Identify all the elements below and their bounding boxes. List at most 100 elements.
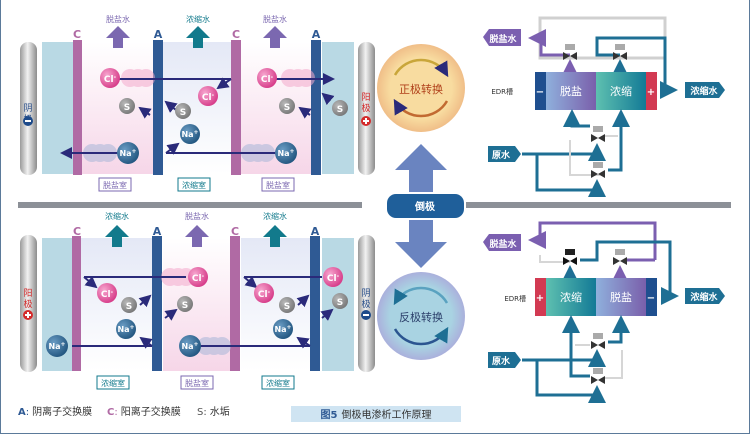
svg-text:脱盐室: 脱盐室 (185, 378, 209, 388)
up-arrow (395, 144, 447, 192)
desal-outlet-tag (483, 29, 521, 46)
outlet-label: 浓缩水 (263, 211, 287, 221)
flow-diagram-top: EDR槽 − + 脱盐 浓缩 脱盐水 浓缩水 原水 (483, 16, 725, 197)
chamber-label: 浓缩室 (96, 375, 130, 390)
svg-text:S: S (337, 105, 343, 115)
outlet-arrow-conc (105, 225, 129, 247)
ion-cl: Cl- (188, 267, 208, 287)
ion-na: Na+ (116, 319, 136, 339)
legend-text: 水垢 (210, 406, 230, 418)
ion-na: Na+ (179, 335, 201, 357)
down-arrow (395, 220, 447, 268)
anion-membrane (153, 40, 163, 175)
forward-label: 正极转换 (399, 82, 443, 96)
valve-icon (613, 44, 627, 60)
svg-text:Na+: Na+ (117, 324, 134, 334)
membrane-letter: C (73, 28, 81, 41)
membrane-letter: A (311, 225, 320, 238)
ion-na: Na+ (180, 124, 200, 144)
top-cell: C A C A 脱盐水 浓缩水 脱盐水 阴极 阳极 (20, 14, 375, 192)
svg-text:Na+: Na+ (181, 341, 198, 351)
bottom-right-electrode (358, 235, 375, 372)
svg-text:Cl-: Cl- (327, 273, 340, 284)
valve-icon (591, 126, 605, 142)
svg-text:S: S (126, 302, 132, 312)
electrode-name: 阳极 (23, 288, 32, 310)
svg-text:S: S (182, 301, 188, 311)
svg-text:S: S (284, 302, 290, 312)
divider-line (466, 202, 731, 208)
svg-text:脱盐室: 脱盐室 (103, 180, 127, 190)
valve-icon (591, 162, 605, 178)
svg-text:Cl-: Cl- (202, 92, 215, 103)
edr-segment: 浓缩 (560, 291, 582, 304)
chamber-label: 脱盐室 (180, 375, 214, 390)
svg-text:Cl-: Cl- (192, 273, 205, 284)
caption-number: 图5 (321, 409, 338, 421)
ion-na: Na+ (46, 335, 68, 357)
svg-text:+: + (647, 87, 655, 98)
conc-outlet-tag (685, 82, 725, 98)
bottom-left-electrode (20, 235, 37, 372)
ion-scale: S (121, 297, 137, 313)
reverse-polarity-button[interactable] (387, 194, 464, 218)
membrane-letter: C (73, 225, 81, 238)
svg-text:A:阴离子交换膜 C:阳离子交换膜: A:阴离子交换膜 C:阳离子交换膜 S:水垢 (18, 405, 230, 418)
membrane-letter: C (232, 28, 240, 41)
svg-text:S: S (180, 108, 186, 118)
outlet-arrow-conc (263, 225, 287, 247)
svg-text:S: S (337, 298, 343, 308)
bottom-cell: C A C A 浓缩水 脱盐水 浓缩水 阳极 阴极 (20, 211, 375, 390)
raw-inlet-tag (488, 146, 521, 162)
svg-text:Cl-: Cl- (261, 74, 274, 85)
edr-label: EDR槽 (491, 87, 513, 96)
cation-membrane (73, 40, 82, 175)
ion-scale: S (332, 100, 348, 116)
valve-icon (563, 44, 577, 60)
ion-na: Na+ (275, 142, 297, 164)
flow-diagram-bottom: EDR槽 + − 浓缩 脱盐 脱盐水 浓缩水 原水 (483, 221, 725, 403)
svg-text:Na+: Na+ (119, 148, 136, 158)
ion-cl: Cl- (254, 283, 274, 303)
membrane-letter: A (153, 225, 162, 238)
legend-text: 阴离子交换膜 (32, 405, 92, 418)
ion-scale: S (279, 297, 295, 313)
svg-text:脱盐水: 脱盐水 (489, 238, 517, 250)
ion-cl: Cl- (257, 68, 277, 88)
ion-cl: Cl- (323, 267, 343, 287)
svg-text:浓缩水: 浓缩水 (690, 291, 718, 303)
ion-scale: S (175, 103, 191, 119)
legend-text: 阳离子交换膜 (121, 405, 181, 418)
ion-cl: Cl- (100, 68, 120, 88)
edr-label: EDR槽 (504, 294, 526, 303)
legend-key: C (107, 407, 114, 418)
reverse-polarity-label: 倒极 (414, 200, 436, 213)
cation-membrane (230, 236, 240, 371)
valve-icon (591, 368, 605, 384)
ion-scale: S (279, 98, 295, 114)
cation-membrane (72, 236, 81, 371)
ion-scale: S (177, 296, 193, 312)
outlet-label: 浓缩水 (186, 14, 210, 24)
ion-scale: S (332, 293, 348, 309)
membrane-letter: A (154, 28, 163, 41)
svg-text:脱盐室: 脱盐室 (266, 180, 290, 190)
ion-cl: Cl- (198, 86, 218, 106)
ion-cl: Cl- (97, 283, 117, 303)
svg-text:浓缩室: 浓缩室 (266, 378, 290, 388)
outlet-label: 脱盐水 (185, 211, 209, 221)
legend-key: A (18, 407, 26, 418)
divider-line (18, 202, 362, 208)
svg-text:+: + (536, 293, 544, 304)
svg-text:S: S (284, 103, 290, 113)
legend: A:阴离子交换膜 C:阳离子交换膜 S:水垢 (18, 405, 230, 418)
svg-text:浓缩水: 浓缩水 (690, 85, 718, 97)
svg-text:原水: 原水 (492, 149, 511, 161)
raw-inlet-tag (488, 352, 521, 368)
membrane-letter: A (312, 28, 321, 41)
svg-text:原水: 原水 (492, 355, 511, 367)
outlet-label: 浓缩水 (105, 211, 129, 221)
